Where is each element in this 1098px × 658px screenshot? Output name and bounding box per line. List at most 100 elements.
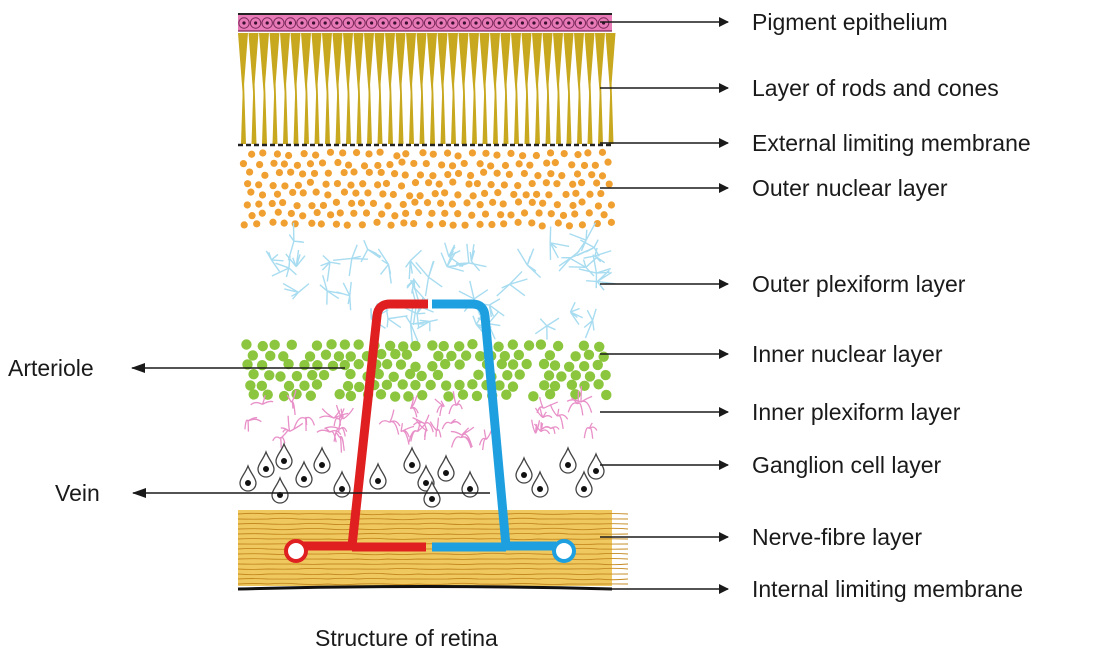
cone (283, 66, 288, 144)
outer-nuclear-dot (411, 179, 420, 187)
inner-nuclear-dot (375, 389, 387, 400)
inner-nuclear-dot (440, 380, 452, 391)
pigment-nucleus (393, 21, 397, 25)
outer-nuclear-dot (493, 169, 501, 177)
outer-nuclear-dot (480, 189, 489, 198)
pigment-nucleus (451, 21, 455, 25)
inner-nuclear-dot (248, 389, 259, 400)
cone (566, 66, 572, 144)
ganglion-nucleus (375, 478, 381, 484)
outer-nuclear-dot (312, 151, 320, 159)
ganglion-cell (239, 464, 257, 492)
outer-nuclear-dot (402, 209, 410, 218)
pigment-nucleus (416, 21, 420, 25)
rod (280, 33, 290, 98)
pigment-cell (493, 17, 505, 29)
cone (461, 66, 467, 144)
outer-plexiform-branch (336, 281, 352, 311)
pigment-cell (238, 17, 250, 29)
inner-plexiform-squiggle (400, 423, 415, 445)
outer-plexiform-branch (287, 222, 305, 261)
outer-nuclear-dot (489, 198, 497, 206)
inner-nuclear-dot (594, 341, 605, 352)
outer-nuclear-dot (402, 150, 410, 158)
inner-plexiform-squiggle (549, 404, 569, 429)
label-outer-nuclear: Outer nuclear layer (752, 175, 948, 201)
inner-nuclear-dot (454, 379, 465, 391)
outer-nuclear-dot (514, 198, 523, 206)
inner-nuclear-dot (556, 371, 567, 382)
pigment-cell (284, 17, 297, 29)
inner-nuclear-dot (256, 380, 268, 392)
outer-nuclear-dot (299, 189, 307, 197)
inner-nuclear-dot (247, 350, 259, 361)
outer-plexiform-branch (569, 222, 597, 255)
cone (356, 66, 362, 144)
cone (430, 66, 435, 144)
outer-nuclear-dot (389, 190, 397, 199)
outer-nuclear-dot (593, 179, 601, 187)
ganglion-cell (531, 470, 549, 498)
outer-nuclear-dot (411, 198, 419, 206)
outer-nuclear-dot (454, 152, 462, 160)
outer-nuclear-dot (476, 160, 484, 168)
outer-plexiform-branch (285, 249, 306, 268)
outer-nuclear-dot (604, 158, 612, 166)
inner-plexiform-squiggle (378, 409, 401, 435)
outer-nuclear-dot (437, 199, 445, 207)
outer-nuclear-dot (562, 190, 570, 199)
inner-nuclear-dot (404, 368, 416, 380)
ganglion-cell (417, 464, 435, 492)
ganglion-cell (587, 452, 605, 480)
cone (398, 66, 404, 144)
outer-nuclear-dot (542, 179, 550, 187)
inner-nuclear-dot (566, 379, 578, 391)
outer-nuclear-dot (374, 161, 382, 170)
outer-nuclear-dot (532, 151, 540, 160)
rod (364, 33, 374, 98)
outer-nuclear-dot (344, 161, 353, 169)
cone (241, 66, 246, 144)
outer-nuclear-dot (398, 158, 406, 166)
outer-plexiform-branch (576, 239, 600, 257)
ganglion-cell (515, 456, 533, 484)
outer-nuclear-dot (554, 219, 562, 227)
pigment-nucleus (323, 21, 327, 25)
pigment-cell (249, 17, 262, 29)
outer-nuclear-dot (343, 221, 351, 229)
pigment-cell (342, 17, 355, 29)
outer-nuclear-dot (391, 212, 399, 220)
outer-nuclear-dot (400, 219, 408, 227)
nerve-fibre-line (237, 532, 629, 536)
inner-nuclear-dot (433, 350, 444, 362)
inner-nuclear-dot (398, 341, 409, 352)
label-pigment-epithelium: Pigment epithelium (752, 9, 948, 35)
outer-nuclear-dot (607, 218, 616, 226)
inner-nuclear-dot (583, 349, 595, 360)
inner-nuclear-dot (334, 388, 345, 400)
ganglion-nucleus (537, 486, 543, 492)
outer-nuclear-dot (273, 150, 282, 158)
outer-nuclear-dot (289, 188, 297, 197)
pigment-nucleus (370, 21, 374, 25)
pigment-cell (597, 17, 610, 29)
outer-plexiform-branch (405, 307, 426, 343)
pigment-cell (377, 17, 389, 29)
nerve-fibre-line (237, 522, 629, 526)
outer-nuclear-dot (319, 201, 328, 210)
outer-nuclear-dot (306, 160, 315, 168)
ganglion-nucleus (467, 486, 473, 492)
inner-nuclear-dot (427, 361, 438, 372)
inner-nuclear-dot (513, 349, 525, 361)
outer-nuclear-dot (568, 161, 576, 169)
inner-nuclear-dot (493, 341, 504, 352)
pigment-cell (505, 17, 517, 29)
outer-nuclear-dot (449, 221, 457, 229)
outer-nuclear-dot (359, 180, 367, 188)
ganglion-nucleus (443, 470, 449, 476)
ganglion-nucleus (409, 462, 415, 468)
outer-nuclear-dot (571, 210, 579, 218)
inner-nuclear-dot (299, 380, 310, 391)
outer-nuclear-dot (435, 180, 443, 188)
